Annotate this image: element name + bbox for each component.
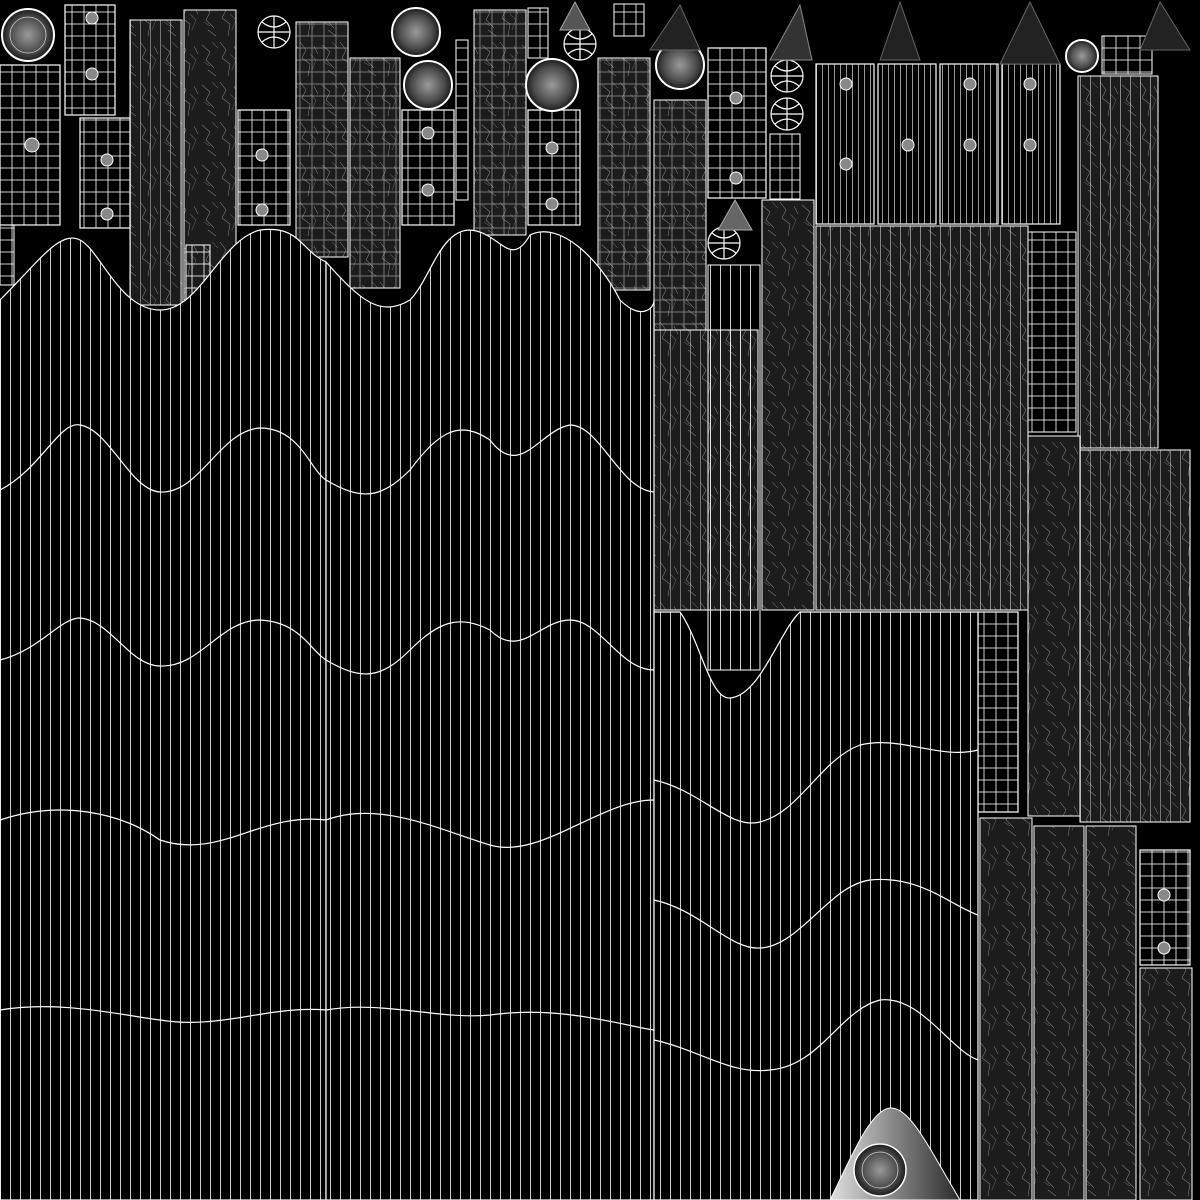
globe-spheres — [257, 15, 804, 260]
right-noise-panels — [653, 75, 1193, 1200]
wave-lines — [0, 424, 979, 1072]
top-panel-wire — [130, 10, 706, 330]
disc-caps — [1, 7, 1099, 112]
striped-tiles — [0, 3, 1153, 813]
tip-shapes — [559, 0, 1191, 231]
grid-tiles — [0, 4, 1191, 966]
bottom-bump — [829, 1107, 961, 1200]
